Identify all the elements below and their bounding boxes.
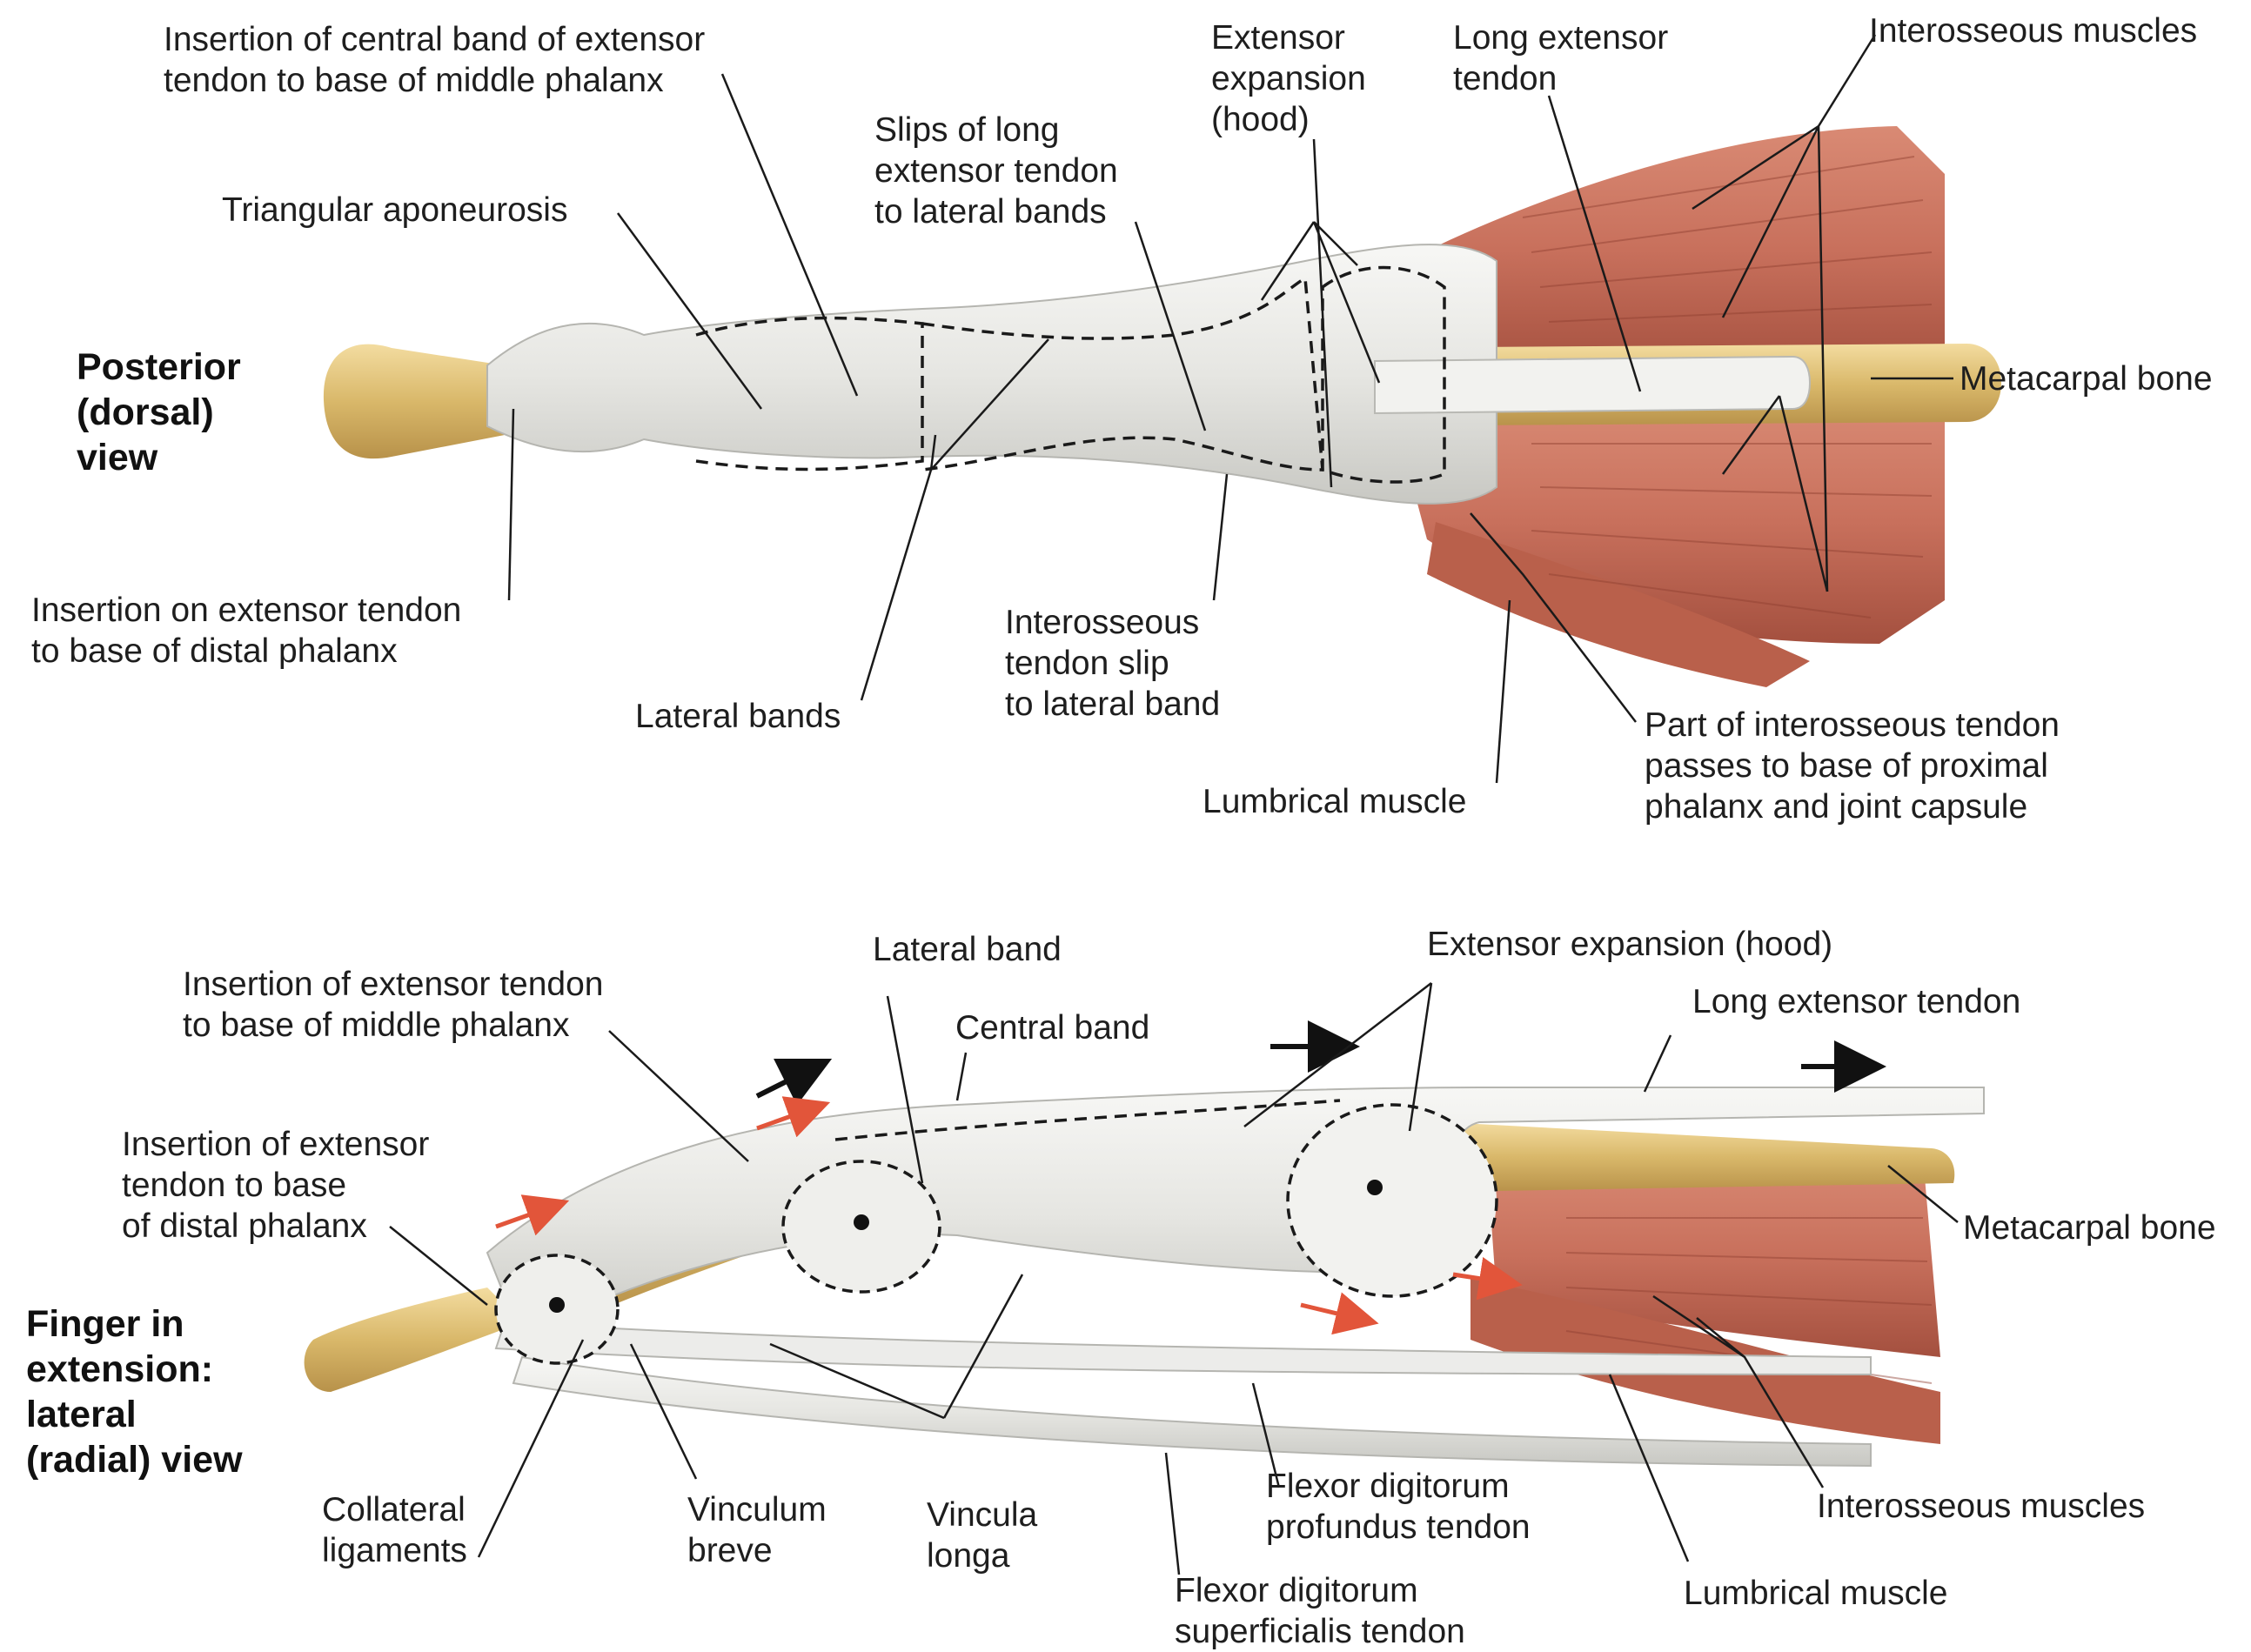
long-extensor-tendon-dorsal	[1375, 357, 1810, 413]
arrow-red-3	[1301, 1305, 1366, 1321]
distal-phalanx-lateral	[305, 1287, 522, 1392]
label-central-band-insertion: Insertion of central band of extensor te…	[164, 19, 705, 101]
metacarpal-bone-lateral	[1444, 1122, 1954, 1192]
label-flexor-superficialis-tendon: Flexor digitorum superficialis tendon	[1175, 1570, 1465, 1652]
label-middle-phalanx-insertion: Insertion of extensor tendon to base of …	[183, 964, 603, 1046]
lateral-view-title: Finger in extension: lateral (radial) vi…	[26, 1301, 243, 1482]
label-interosseous-tendon-slip: Interosseous tendon slip to lateral band	[1005, 602, 1220, 725]
label-slips-long-extensor: Slips of long extensor tendon to lateral…	[874, 110, 1118, 232]
label-collateral-ligaments: Collateral ligaments	[322, 1489, 467, 1571]
lateral-view-artwork	[305, 1047, 1984, 1466]
label-metacarpal-bone-dorsal: Metacarpal bone	[1960, 358, 2213, 399]
label-flexor-profundus-tendon: Flexor digitorum profundus tendon	[1266, 1466, 1531, 1548]
label-lumbrical-muscle-lateral: Lumbrical muscle	[1684, 1573, 1947, 1614]
label-central-band: Central band	[955, 1007, 1149, 1048]
label-vincula-longa: Vincula longa	[927, 1495, 1037, 1576]
label-lateral-band: Lateral band	[873, 929, 1062, 970]
arrow-black-1	[757, 1066, 818, 1096]
label-extensor-expansion-hood: Extensor expansion (hood)	[1211, 17, 1366, 140]
label-interosseous-tendon-part: Part of interosseous tendon passes to ba…	[1645, 705, 2060, 827]
label-interosseous-muscles-dorsal: Interosseous muscles	[1869, 10, 2197, 51]
label-distal-phalanx-insertion: Insertion of extensor tendon to base of …	[122, 1124, 429, 1247]
extensor-mechanism-dorsal	[487, 244, 1497, 504]
label-lateral-bands: Lateral bands	[635, 696, 841, 737]
label-extensor-expansion-lateral: Extensor expansion (hood)	[1427, 924, 1832, 965]
label-interosseous-muscles-lateral: Interosseous muscles	[1817, 1486, 2145, 1527]
label-triangular-aponeurosis: Triangular aponeurosis	[222, 190, 567, 231]
label-long-extensor-tendon: Long extensor tendon	[1453, 17, 1668, 99]
label-long-extensor-tendon-lateral: Long extensor tendon	[1692, 981, 2020, 1022]
label-lumbrical-muscle-dorsal: Lumbrical muscle	[1203, 781, 1466, 822]
label-metacarpal-bone-lateral: Metacarpal bone	[1963, 1207, 2216, 1248]
label-vinculum-breve: Vinculum breve	[687, 1489, 827, 1571]
label-distal-insertion-dorsal: Insertion on extensor tendon to base of …	[31, 590, 461, 672]
distal-phalanx-dorsal	[324, 344, 505, 458]
posterior-view-title: Posterior (dorsal) view	[77, 344, 241, 480]
